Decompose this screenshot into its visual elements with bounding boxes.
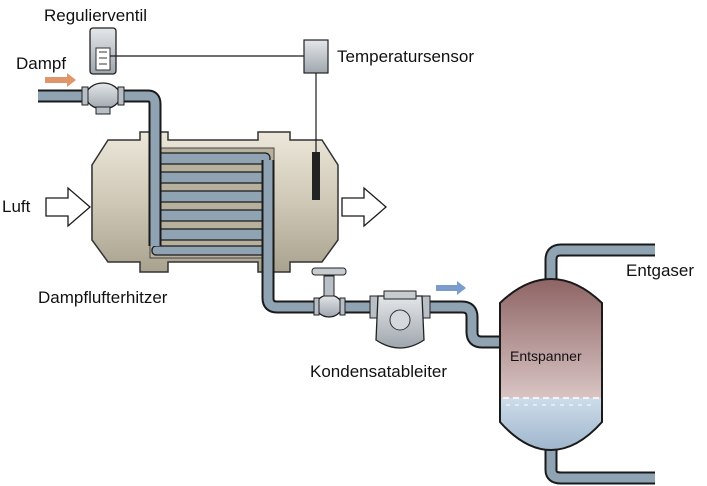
vessel-steam-space — [500, 279, 602, 398]
steam-flow-arrow — [45, 73, 76, 87]
sensor-probe — [312, 152, 320, 200]
steam-trap — [369, 290, 431, 349]
label-deaerator: Entgaser — [626, 261, 694, 280]
isolation-valve — [311, 267, 347, 318]
label-steam-trap: Kondensatableiter — [310, 362, 447, 381]
temperature-sensor — [110, 39, 329, 200]
label-flash-vessel: Entspanner — [510, 348, 582, 364]
air-in-arrow — [45, 186, 91, 228]
label-air: Luft — [2, 197, 31, 216]
sensor-head — [303, 39, 329, 74]
control-valve — [81, 27, 125, 115]
heat-exchanger-tubes — [151, 152, 271, 256]
condensate-flow-arrow — [436, 281, 466, 295]
valve-body — [85, 82, 121, 110]
label-heater: Dampflufterhitzer — [38, 288, 168, 307]
air-out-arrow — [341, 186, 387, 228]
label-temperature-sensor: Temperatursensor — [337, 47, 474, 66]
pipework — [38, 89, 655, 485]
flash-vessel — [499, 277, 603, 452]
valve-handwheel — [311, 267, 347, 276]
label-steam: Dampf — [16, 54, 66, 73]
vessel-water-space — [500, 398, 602, 450]
label-control-valve: Regulierventil — [44, 6, 147, 25]
